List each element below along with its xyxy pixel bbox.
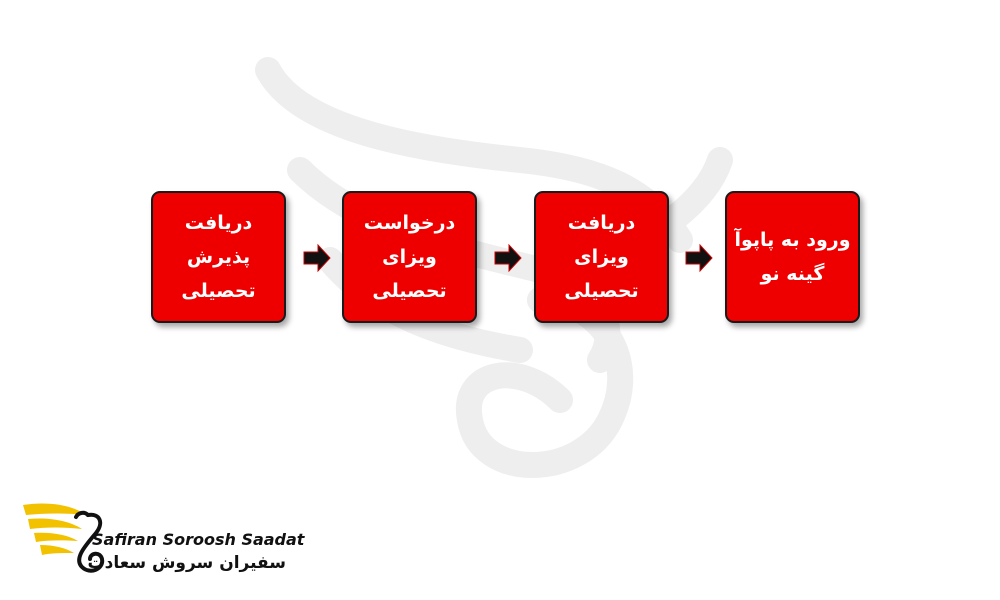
step-box: ورود به پاپوآ گینه نو <box>725 191 860 323</box>
step-text: دریافت <box>567 212 636 234</box>
company-logo <box>23 503 105 573</box>
step-text: تحصیلی <box>181 280 256 302</box>
step-box: دریافت ویزای تحصیلی <box>534 191 669 323</box>
brand-name-persian: سفیران سروش سعادت <box>87 553 286 573</box>
step-text: تحصیلی <box>564 280 639 302</box>
step-text: ویزای <box>382 246 437 268</box>
step-box: دریافت پذیرش تحصیلی <box>151 191 286 323</box>
brand-name-english: Safiran Soroosh Saadat <box>92 530 305 549</box>
step-text: درخواست <box>363 212 456 234</box>
step-text: تحصیلی <box>372 280 447 302</box>
arrow-right-icon <box>494 243 522 273</box>
step-text: ویزای <box>574 246 629 268</box>
arrow-right-icon <box>303 243 331 273</box>
wing-icon <box>23 503 86 555</box>
step-text: گینه نو <box>760 263 825 285</box>
step-text: دریافت <box>184 212 253 234</box>
step-text: پذیرش <box>186 246 251 268</box>
arrow-right-icon <box>685 243 713 273</box>
step-text: ورود به پاپوآ <box>734 229 851 251</box>
step-box: درخواست ویزای تحصیلی <box>342 191 477 323</box>
swan-icon <box>74 510 105 573</box>
